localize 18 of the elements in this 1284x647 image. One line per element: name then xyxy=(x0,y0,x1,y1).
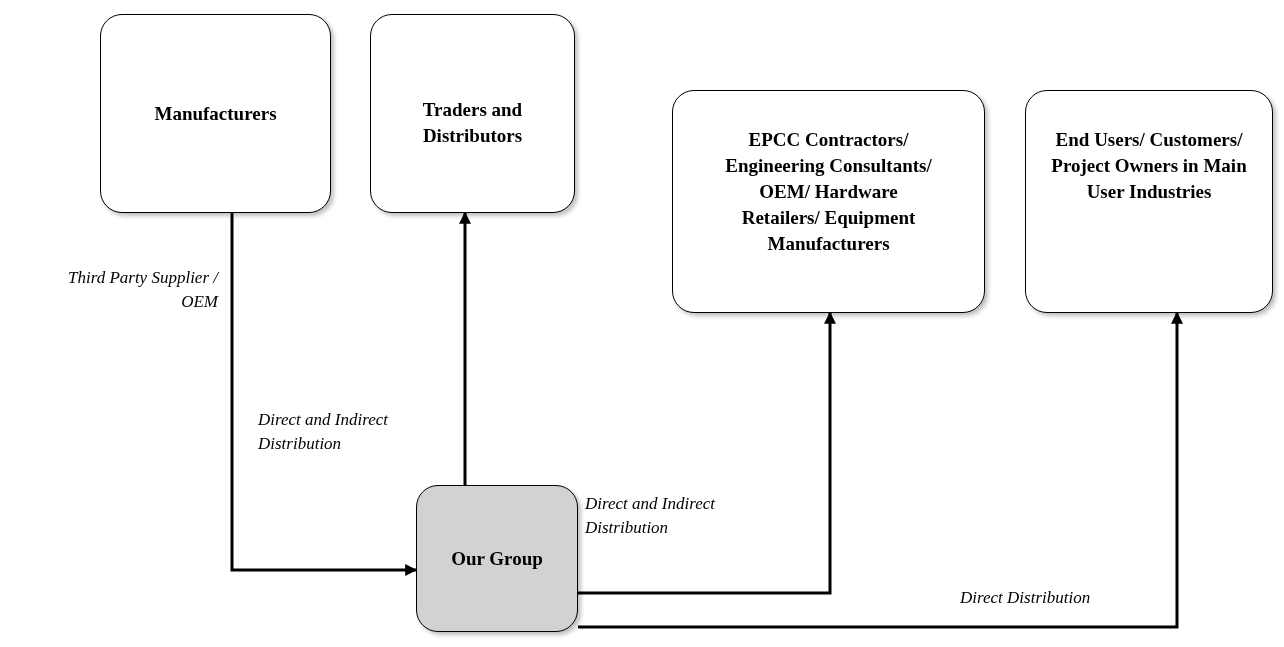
arrow xyxy=(230,213,418,576)
entity-box xyxy=(1025,90,1273,313)
arrow xyxy=(459,211,471,485)
edge-label: Direct and Indirect Distribution xyxy=(585,493,717,539)
node-label: End Users/ Customers/ Project Owners in Main User Industries xyxy=(1050,128,1248,204)
edge-label: Direct and Indirect Distribution xyxy=(258,409,390,455)
edge-label: Third Party Supplier / OEM xyxy=(67,267,218,313)
arrow xyxy=(578,311,836,595)
entity-box xyxy=(672,90,985,313)
entity-box xyxy=(100,14,331,213)
node-label: EPCC Contractors/ Engineering Consultants/ OEM/ Hardware Retailers/ Equipment Manufacturers xyxy=(724,128,933,256)
arrow xyxy=(578,311,1183,629)
edge-label: Direct Distribution xyxy=(960,587,1092,609)
entity-box xyxy=(370,14,575,213)
node-label: Traders and Distributors xyxy=(421,98,524,148)
node-label: Manufacturers xyxy=(154,102,277,126)
group-box xyxy=(416,485,578,632)
node-label: Our Group xyxy=(451,546,543,571)
